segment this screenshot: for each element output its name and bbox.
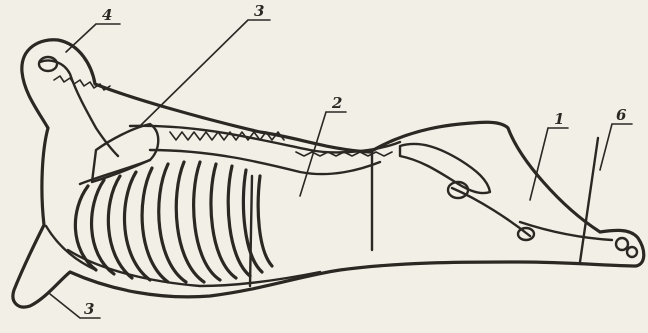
label-2: 2 [331, 94, 342, 112]
label-3-bottom: 3 [84, 300, 94, 318]
label-1: 1 [554, 110, 564, 128]
label-6: 6 [616, 106, 627, 124]
label-3-top: 3 [254, 2, 264, 20]
label-4: 4 [102, 6, 112, 24]
